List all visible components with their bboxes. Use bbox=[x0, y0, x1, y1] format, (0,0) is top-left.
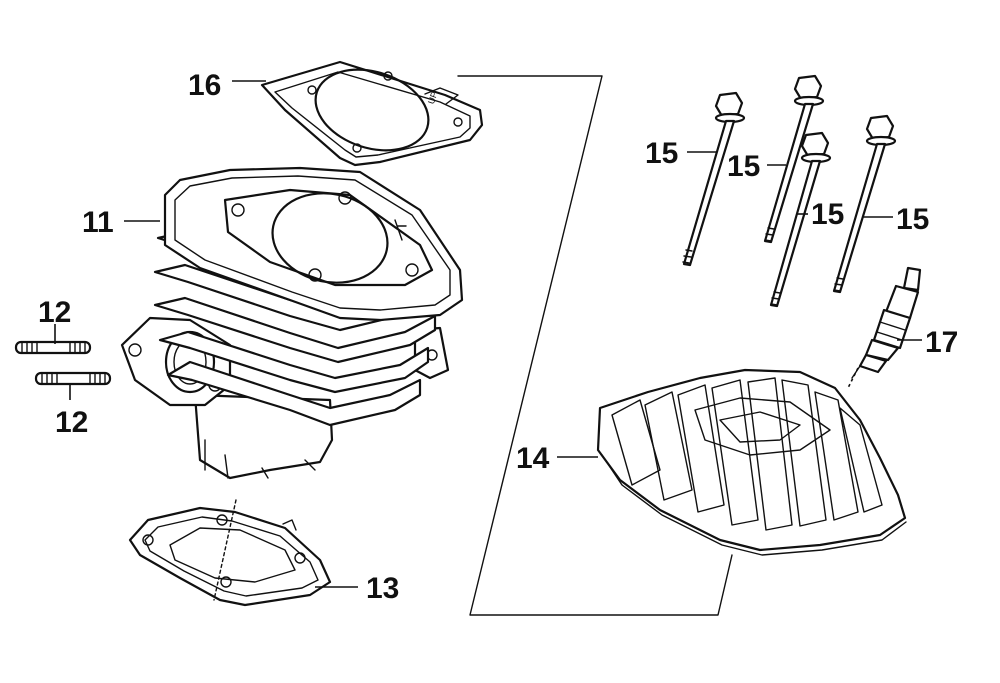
callout-11: 11 bbox=[82, 206, 114, 239]
stud-12-upper[interactable] bbox=[14, 340, 92, 355]
head-bolt-15c[interactable] bbox=[769, 131, 832, 308]
spark-plug-17[interactable] bbox=[851, 266, 922, 379]
callout-16: 16 bbox=[188, 69, 221, 102]
callout-12-upper: 12 bbox=[38, 296, 71, 329]
callout-15-a: 15 bbox=[645, 137, 678, 170]
callout-15-c: 15 bbox=[811, 198, 844, 231]
head-gasket-16[interactable]: UP bbox=[260, 56, 484, 167]
callout-17: 17 bbox=[925, 326, 958, 359]
callout-15-b: 15 bbox=[727, 150, 760, 183]
assembly-bracket bbox=[457, 75, 733, 616]
head-bolt-15b[interactable] bbox=[763, 74, 825, 244]
gasket-up-mark: UP bbox=[426, 90, 440, 105]
cylinder-head-14[interactable] bbox=[596, 368, 907, 556]
stud-12-lower[interactable] bbox=[34, 371, 112, 386]
callout-13: 13 bbox=[366, 572, 399, 605]
callout-12-lower: 12 bbox=[55, 406, 88, 439]
leader-lines bbox=[54, 80, 922, 588]
callout-15-d: 15 bbox=[896, 203, 929, 236]
callout-14: 14 bbox=[516, 442, 550, 475]
head-bolt-15a[interactable] bbox=[682, 91, 746, 267]
cylinder-11[interactable] bbox=[120, 166, 464, 480]
head-bolt-15d[interactable] bbox=[832, 114, 897, 294]
base-gasket-13[interactable] bbox=[128, 499, 332, 607]
